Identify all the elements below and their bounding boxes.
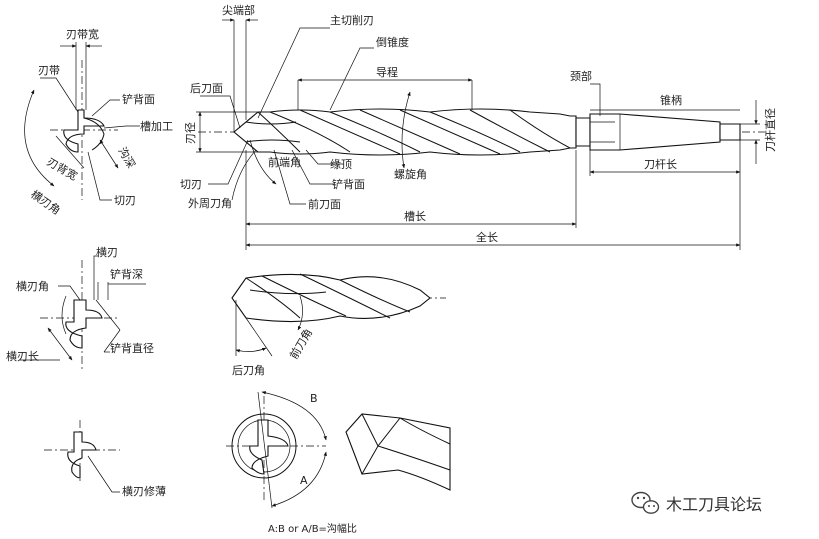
label-b: B bbox=[310, 392, 318, 405]
label-relief-angle: 后刀角 bbox=[232, 364, 265, 377]
label-shank-diameter: 刀杆直径 bbox=[763, 108, 777, 152]
main-drill-view: 尖端部 主切削刃 倒锥度 导程 螺旋角 颈部 锥柄 刀杆长 刀杆直径 bbox=[180, 3, 777, 250]
flute-helix-lines bbox=[245, 109, 571, 155]
label-tip-part: 尖端部 bbox=[222, 3, 255, 17]
label-cutting-edge: 切刃 bbox=[180, 178, 202, 191]
flute-ratio-detail: B A A:B or A/B=沟幅比 bbox=[226, 391, 357, 535]
watermark-text: 木工刀具论坛 bbox=[666, 495, 762, 514]
label-taper-shank: 锥柄 bbox=[660, 94, 682, 107]
label-flute-length: 槽长 bbox=[404, 210, 426, 223]
label-main-cutting-edge: 主切削刃 bbox=[330, 13, 374, 27]
label-flute-depth: 沟深 bbox=[115, 145, 137, 171]
label-chisel-edge-length: 横刃长 bbox=[6, 349, 39, 363]
label-chisel-thinning: 横刃修薄 bbox=[122, 484, 166, 498]
chisel-detail: 横刃 铲背深 横刃角 横刃长 铲背直径 bbox=[6, 245, 154, 370]
label-margin: 缘顶 bbox=[330, 158, 352, 171]
tip-perspective-view bbox=[345, 413, 451, 491]
tip-side-detail: 前刀角 后刀角 bbox=[231, 273, 446, 377]
label-drill-diameter: 刃径 bbox=[184, 122, 197, 144]
label-clearance-face: 铲背面 bbox=[122, 92, 155, 106]
label-rake-angle: 前刀角 bbox=[286, 326, 315, 362]
label-cutting-edge-endview: 切刃 bbox=[114, 194, 136, 207]
shank bbox=[575, 113, 741, 151]
label-clearance-diameter: 铲背直径 bbox=[110, 341, 154, 355]
watermark: 木工刀具论坛 bbox=[631, 491, 762, 514]
label-flute-machining: 槽加工 bbox=[140, 120, 173, 133]
label-clearance-depth: 铲背深 bbox=[110, 267, 143, 281]
wechat-icon bbox=[631, 491, 660, 514]
web-thinning-detail: 横刃修薄 bbox=[44, 420, 166, 498]
label-back-taper: 倒锥度 bbox=[376, 35, 409, 49]
label-flank-face: 后刀面 bbox=[190, 82, 223, 95]
label-chisel-edge: 横刃 bbox=[96, 245, 118, 259]
label-land-width: 刃背宽 bbox=[45, 154, 81, 183]
label-overall-length: 全长 bbox=[476, 230, 498, 244]
label-rake-face: 前刀面 bbox=[308, 197, 341, 211]
drill-body bbox=[233, 108, 577, 156]
label-helix-angle: 螺旋角 bbox=[394, 167, 427, 181]
label-body-clearance: 铲背面 bbox=[332, 177, 365, 191]
label-chisel-angle-detail: 横刃角 bbox=[16, 279, 49, 293]
label-shank-length: 刀杆长 bbox=[644, 157, 677, 171]
label-chisel-angle: 横刃角 bbox=[28, 187, 63, 217]
label-land: 刃带 bbox=[38, 64, 60, 77]
label-margin-width: 刃带宽 bbox=[66, 27, 99, 41]
label-peripheral-angle: 外周刀角 bbox=[188, 197, 232, 210]
label-a: A bbox=[300, 474, 308, 487]
ratio-caption: A:B or A/B=沟幅比 bbox=[268, 522, 357, 535]
label-neck: 颈部 bbox=[570, 69, 592, 83]
label-lead: 导程 bbox=[376, 66, 398, 79]
end-view-detail: 刃带宽 刃带 铲背面 槽加工 刃背宽 沟深 切刃 横刃角 bbox=[24, 27, 173, 217]
